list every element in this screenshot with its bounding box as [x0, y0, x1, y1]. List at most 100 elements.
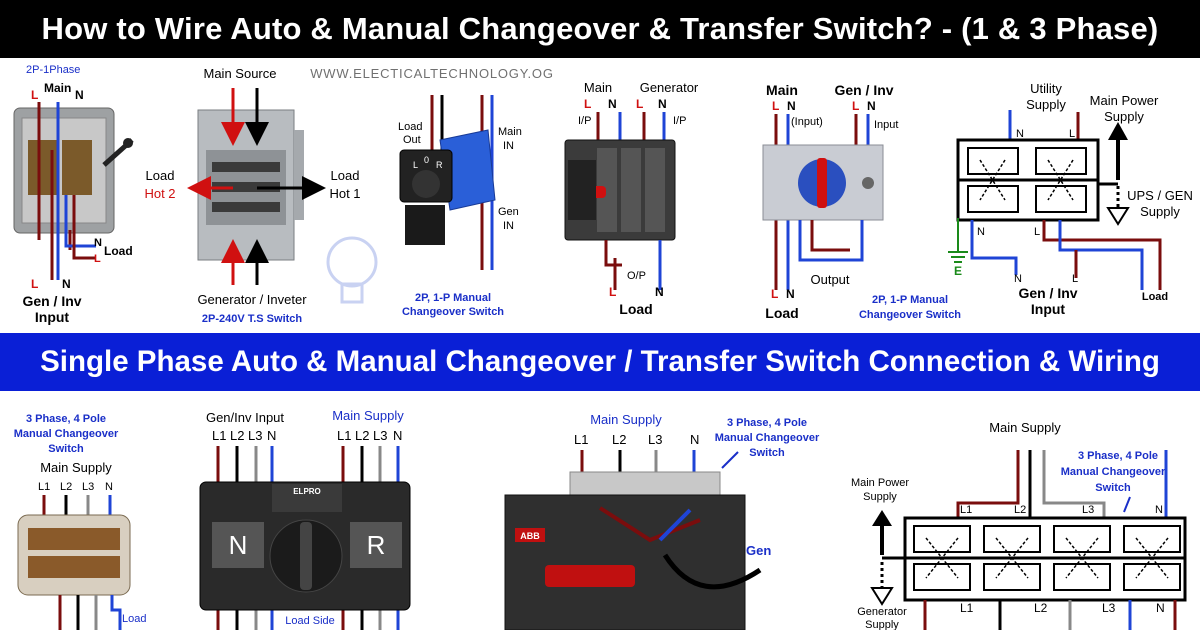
panel9-main-supply: Main Supply: [590, 412, 662, 427]
panel8-m-N: N: [393, 428, 402, 443]
panel9-gen: Gen: [746, 543, 771, 558]
panel-2p-changeover: Main L N (Input) Gen / Inv L N Input Out…: [762, 82, 961, 321]
panel6-load: Load: [1142, 291, 1168, 303]
panel4-N1: N: [608, 97, 617, 111]
panel10-t-L3: L3: [1082, 504, 1094, 516]
panel1-N-label: N: [75, 88, 84, 102]
panel5-caption-1: 2P, 1-P Manual: [872, 294, 948, 306]
panel6-ups-2: Supply: [1140, 204, 1180, 219]
panel3-gen-in-2: IN: [503, 220, 514, 232]
panel4-main: Main: [584, 80, 612, 95]
panel1-caption-2: Input: [35, 309, 70, 325]
panel1-caption-1: Gen / Inv: [22, 293, 81, 309]
panel2-load-left: Load: [146, 168, 175, 183]
panel2-hot1: Hot 1: [329, 186, 360, 201]
panel4-N2: N: [658, 97, 667, 111]
panel2-hot2: Hot 2: [144, 186, 175, 201]
panel6-utility-2: Supply: [1026, 97, 1066, 112]
panel1-bot-N: N: [62, 277, 71, 291]
main-power-arrow: [1108, 122, 1128, 140]
panel9-L3: L3: [648, 432, 662, 447]
panel9-L1: L1: [574, 432, 588, 447]
panel5-load: Load: [765, 305, 798, 321]
panel4-op: O/P: [627, 270, 646, 282]
panel4-bot-L: L: [609, 285, 616, 299]
panel7-main-supply: Main Supply: [40, 460, 112, 475]
panel8-g-N: N: [267, 428, 276, 443]
panel4-generator: Generator: [640, 80, 699, 95]
panel10-t-N: N: [1155, 504, 1163, 516]
panel5-output: Output: [810, 272, 849, 287]
main-power-arrow-2: [872, 510, 892, 526]
panel-transfer-box: Main Source Load Hot 2 Load Hot 1 Genera…: [144, 66, 360, 325]
abb-body: [504, 494, 746, 630]
panel4-load: Load: [619, 301, 652, 317]
panel3-caption-1: 2P, 1-P Manual: [415, 292, 491, 304]
panel8-gen-input: Gen/Inv Input: [206, 410, 284, 425]
title-banner-middle: Single Phase Auto & Manual Changeover / …: [0, 333, 1200, 391]
dial-0: 0: [424, 155, 429, 165]
dial-L: L: [413, 160, 418, 170]
panel10-b-L2: L2: [1034, 601, 1048, 615]
panel10-gen-2: Supply: [865, 619, 899, 630]
panel4-L2: L: [636, 97, 643, 111]
panel6-N-bot: N: [1014, 273, 1022, 285]
panel6-L-bot: L: [1072, 273, 1078, 285]
changeover-knob: [817, 158, 827, 208]
panel1-L-label: L: [31, 88, 38, 102]
panel6-caption-2: Input: [1031, 301, 1066, 317]
panel4-bot-N: N: [655, 285, 664, 299]
panel8-load-side: Load Side: [285, 615, 335, 627]
panel-isolator: Main Generator L N L N I/P I/P O/P L N L…: [564, 80, 699, 317]
panel3-load-out-2: Out: [403, 134, 421, 146]
earth-label: E: [954, 264, 962, 278]
panel1-main-label: Main: [44, 81, 71, 95]
ats-brand: ELPRO: [293, 487, 321, 496]
panel6-main-power-2: Supply: [1104, 109, 1144, 124]
panel10-t-L2: L2: [1014, 504, 1026, 516]
panel5-main: Main: [766, 82, 798, 98]
panel7-load: Load: [122, 613, 146, 625]
panel2-subcaption: 2P-240V T.S Switch: [202, 313, 303, 325]
panel10-t-L1: L1: [960, 504, 972, 516]
panel5-bot-N: N: [786, 287, 795, 301]
panel6-N-mid: N: [977, 226, 985, 238]
panel2-main-source: Main Source: [204, 66, 277, 81]
panel6-main-power-1: Main Power: [1090, 93, 1159, 108]
panel6-ups-1: UPS / GEN: [1127, 188, 1193, 203]
panel5-N2: N: [867, 99, 876, 113]
panel10-b-N: N: [1156, 601, 1165, 615]
title-banner-top: How to Wire Auto & Manual Changeover & T…: [0, 0, 1200, 58]
panel10-main-power-1: Main Power: [851, 477, 909, 489]
panel5-input-2: Input: [874, 119, 898, 131]
panel5-N: N: [787, 99, 796, 113]
panel7-N: N: [105, 481, 113, 493]
panel8-m-L3: L3: [373, 428, 387, 443]
panel10-b-L1: L1: [960, 601, 974, 615]
panel7-cap-2: Manual Changeover: [14, 428, 119, 440]
ats-N-label: N: [229, 530, 248, 560]
panel6-N-top: N: [1016, 128, 1024, 140]
panel-elpro-ats: Gen/Inv Input Main Supply L1 L2 L3 N L1 …: [199, 408, 411, 630]
panel10-b-L3: L3: [1102, 601, 1116, 615]
panel3-caption-2: Changeover Switch: [402, 306, 504, 318]
panel4-L1: L: [584, 97, 591, 111]
panel7-L3: L3: [82, 481, 94, 493]
panel6-caption-1: Gen / Inv: [1018, 285, 1077, 301]
panel-3phase-ceramic: 3 Phase, 4 Pole Manual Changeover Switch…: [14, 413, 146, 630]
panel4-ip2: I/P: [673, 115, 686, 127]
panel10-gen-1: Generator: [857, 606, 907, 618]
panel6-utility-1: Utility: [1030, 81, 1062, 96]
panel8-main-supply: Main Supply: [332, 408, 404, 423]
panel1-bot-L: L: [31, 277, 38, 291]
panel3-gen-in-1: Gen: [498, 206, 519, 218]
panel7-cap-1: 3 Phase, 4 Pole: [26, 413, 106, 425]
panel8-m-L2: L2: [355, 428, 369, 443]
panel10-main-supply: Main Supply: [989, 420, 1061, 435]
dial-R: R: [436, 160, 443, 170]
panel5-gen-inv: Gen / Inv: [834, 82, 893, 98]
panel10-cap-1: 3 Phase, 4 Pole: [1078, 450, 1158, 462]
abb-handle: [545, 565, 635, 587]
panel5-input-1: (Input): [791, 116, 823, 128]
